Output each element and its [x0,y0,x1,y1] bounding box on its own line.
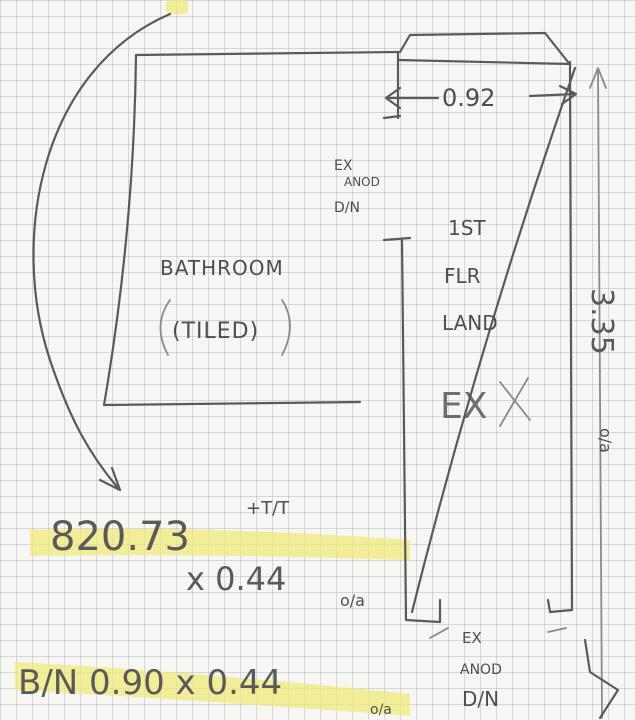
door-bottom-line1: EX [462,629,482,647]
door-arc-top [398,31,570,64]
landing-label-line1: 1ST [448,216,486,240]
room-name-label: BATHROOM [160,256,284,280]
landing-left-wall [382,50,442,624]
size-suffix-label: o/a [340,591,365,610]
width-arrow-left [384,86,402,110]
curved-arrow-head [98,466,122,492]
bin-suffix-label: o/a [370,702,392,718]
length-arrow-top [589,67,607,89]
landing-status-label: EX [440,386,487,427]
door-bottom-line2: ANOD [460,662,502,678]
highlight-top [166,0,188,14]
length-arrow-bottom [583,638,620,720]
landing-right-wall [546,60,574,614]
code-label: 820.73 [50,514,190,560]
bin-label: B/N 0.90 x 0.44 [18,663,282,703]
width-dimension-line [386,92,577,100]
code-suffix-label: +T/T [246,498,290,519]
landing-bottom-door [429,627,567,639]
length-dimension-suffix: o/a [596,428,615,453]
landing-diagonal [410,66,577,614]
tiled-bracket-right [281,299,291,356]
size-label: x 0.44 [186,560,286,598]
landing-label-line2: FLR [444,264,481,288]
width-dimension-label: 0.92 [442,84,495,112]
door-top-line2: ANOD [344,175,380,189]
landing-label-line3: LAND [442,311,498,335]
highlight-bin [15,662,410,716]
door-top-line1: EX [334,158,353,174]
door-top-line3: D/N [334,200,360,216]
landing-top-wall [396,58,572,66]
bathroom-outline [102,50,400,407]
curved-arrow [32,12,172,490]
width-arrow-right [558,84,578,106]
length-dimension-line [597,69,603,719]
landing-ex-x [499,377,531,427]
tiled-bracket-left [159,299,171,356]
length-dimension-label: 3.35 [584,288,619,355]
highlight-code [30,528,410,560]
door-bottom-line3: D/N [462,687,499,711]
room-finish-label: (TILED) [172,319,259,344]
